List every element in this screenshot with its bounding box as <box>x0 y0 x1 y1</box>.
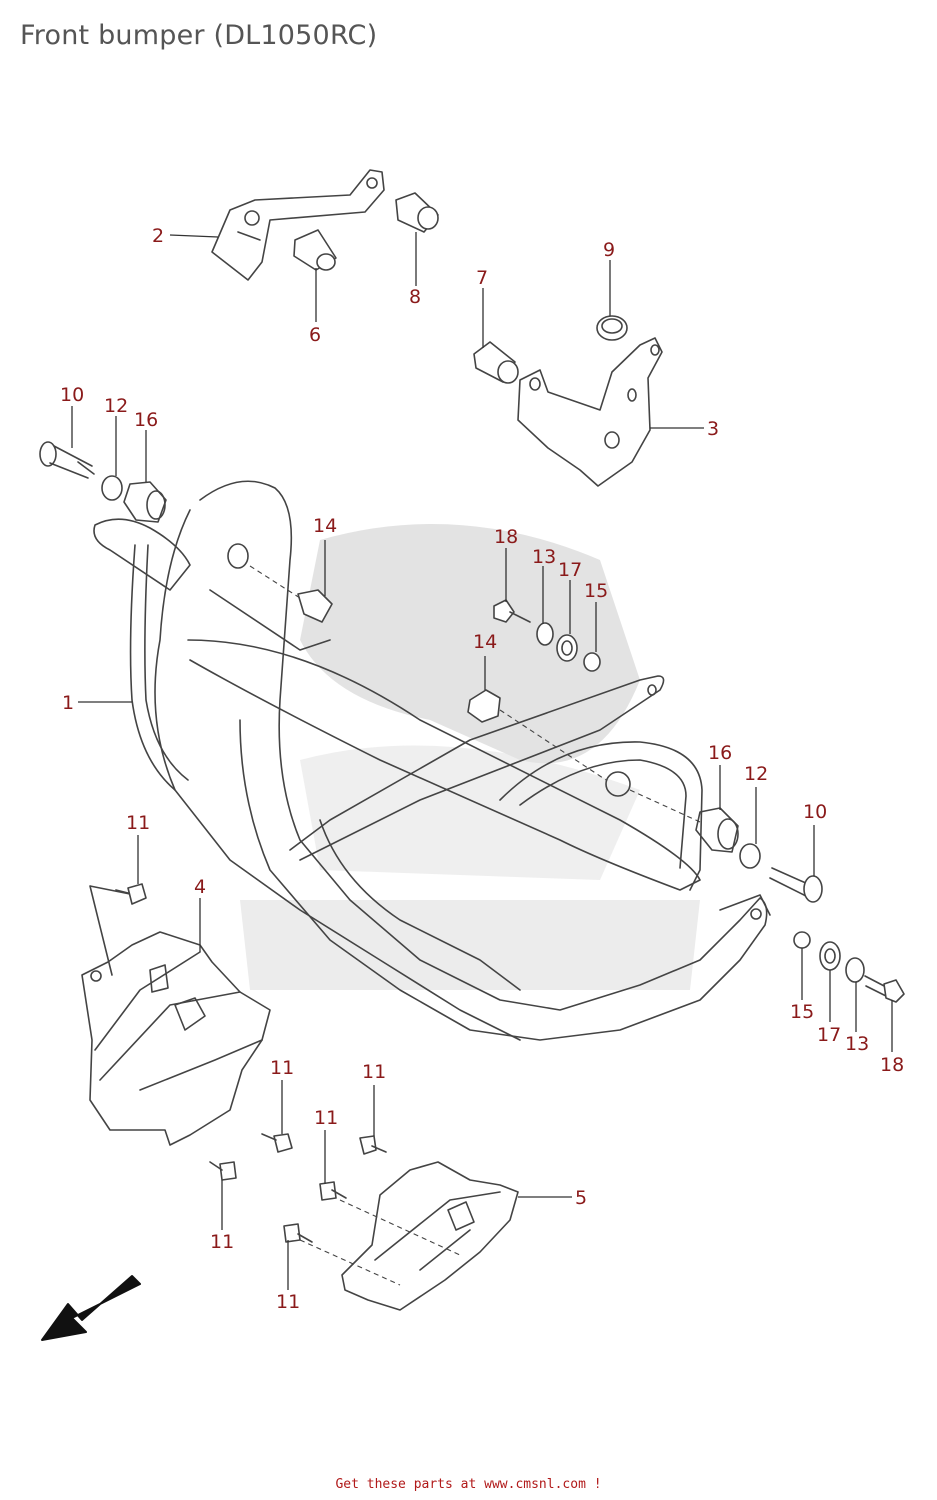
callout-10-right: 10 <box>803 801 827 823</box>
callout-13-lower: 13 <box>845 1033 869 1055</box>
lower-right-hardware <box>793 931 905 1003</box>
callout-15-upper: 15 <box>584 580 608 602</box>
callout-17-lower: 17 <box>817 1024 841 1046</box>
callout-3: 3 <box>707 418 719 440</box>
part-6-collar <box>293 229 337 271</box>
right-mount-hardware <box>695 807 823 903</box>
callout-12-left: 12 <box>104 395 128 417</box>
part-1-bumper-frame <box>93 480 771 1041</box>
callout-6: 6 <box>309 324 321 346</box>
callout-14-left: 14 <box>313 515 337 537</box>
callout-10-left: 10 <box>60 384 84 406</box>
leader-lines <box>71 232 893 1290</box>
part-5-guard-plate <box>299 1161 519 1311</box>
callout-11-e: 11 <box>210 1231 234 1253</box>
callout-1: 1 <box>62 692 74 714</box>
callout-labels: 1 2 3 4 5 6 7 8 9 10 10 11 11 11 11 11 1… <box>60 225 904 1313</box>
callout-18-lower: 18 <box>880 1054 904 1076</box>
callout-8: 8 <box>409 286 421 308</box>
part-9-collar <box>596 315 628 341</box>
callout-5: 5 <box>575 1187 587 1209</box>
page-title: Front bumper (DL1050RC) <box>20 20 378 51</box>
upper-right-hardware <box>297 589 601 723</box>
callout-14-mid: 14 <box>473 631 497 653</box>
callout-13-upper: 13 <box>532 546 556 568</box>
watermark <box>240 524 700 990</box>
callout-11-b: 11 <box>270 1057 294 1079</box>
callout-16-right: 16 <box>708 742 732 764</box>
arrow-down-left-icon <box>41 1275 141 1341</box>
callout-16-left: 16 <box>134 409 158 431</box>
callout-7: 7 <box>476 267 488 289</box>
callout-11-d: 11 <box>314 1107 338 1129</box>
callout-12-right: 12 <box>744 763 768 785</box>
callout-11-a: 11 <box>126 812 150 834</box>
left-mount-hardware <box>39 441 167 523</box>
part-7-collar <box>473 341 519 384</box>
footer-link-text[interactable]: Get these parts at www.cmsnl.com ! <box>335 1477 602 1492</box>
callout-15-lower: 15 <box>790 1001 814 1023</box>
callout-4: 4 <box>194 876 206 898</box>
part-3-bracket <box>517 337 663 487</box>
part-2-bracket <box>211 169 385 281</box>
part-8-collar <box>395 192 439 233</box>
callout-18-upper: 18 <box>494 526 518 548</box>
callout-11-c: 11 <box>362 1061 386 1083</box>
screws-11 <box>115 883 387 1243</box>
callout-11-f: 11 <box>276 1291 300 1313</box>
callout-9: 9 <box>603 239 615 261</box>
part-4-guard-plate <box>81 885 271 1146</box>
callout-2: 2 <box>152 225 164 247</box>
callout-17-upper: 17 <box>558 559 582 581</box>
